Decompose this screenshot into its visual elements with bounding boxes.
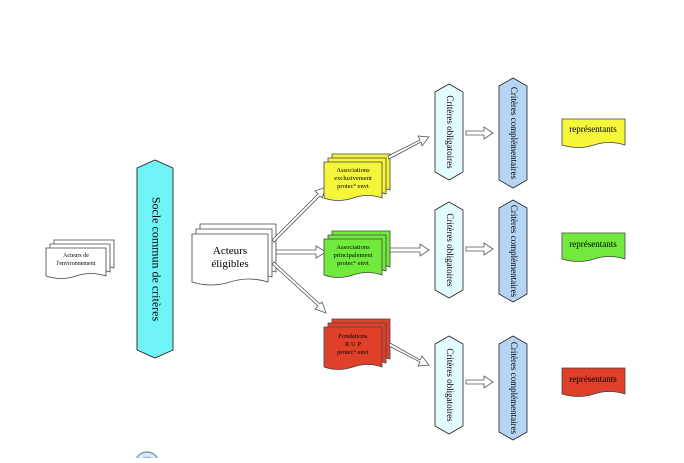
group2-doc: Associations principalement protec° envt xyxy=(323,230,391,278)
group1-doc: Associations exclusivement protec° envt xyxy=(323,153,391,201)
group1-complementaires-label: Critères complémentaires xyxy=(509,87,519,180)
group-1: Associations exclusivement protec° envt … xyxy=(323,77,626,201)
branch-arrows xyxy=(271,186,327,314)
group-2: Associations principalement protec° envt… xyxy=(323,199,626,303)
group3-line1: Fondations xyxy=(339,333,368,340)
group2-representants-label: représentants xyxy=(569,239,617,249)
group2-obligatoires-bar: Critères obligatoires xyxy=(434,201,464,299)
group3-doc: Fondations R U P protec° envt xyxy=(323,318,391,370)
group1-complementaires-bar: Critères complémentaires xyxy=(498,77,528,189)
group2-line2: principalement xyxy=(334,252,373,259)
group1-obligatoires-label: Critères obligatoires xyxy=(445,95,455,169)
arrow-to-group3 xyxy=(271,261,327,314)
group3-complementaires-bar: Critères complémentaires xyxy=(498,335,528,441)
arrow-to-group2 xyxy=(275,245,327,259)
arrow-group3-to-oblig xyxy=(388,342,430,367)
group2-complementaires-bar: Critères complémentaires xyxy=(498,199,528,303)
arrow-group3-to-compl xyxy=(465,375,494,389)
arrow-to-group1 xyxy=(271,186,327,243)
group-3: Fondations R U P protec° envt Critères o… xyxy=(323,318,626,441)
group3-representants-label: représentants xyxy=(569,374,617,384)
group3-complementaires-label: Critères complémentaires xyxy=(509,342,519,435)
group2-line1: Associations xyxy=(336,244,370,251)
arrow-group1-to-oblig xyxy=(387,135,430,160)
group2-obligatoires-label: Critères obligatoires xyxy=(445,213,455,287)
group3-line2: R U P xyxy=(345,341,361,348)
eligibles-line1: Acteurs xyxy=(213,245,247,257)
acteurs-env-line1: Acteurs de xyxy=(63,253,89,259)
group3-line3: protec° envt xyxy=(337,349,369,356)
group2-complementaires-label: Critères complémentaires xyxy=(509,205,519,298)
eligibles-line2: éligibles xyxy=(211,258,248,270)
acteurs-eligibles-doc: Acteurs éligibles xyxy=(191,223,277,286)
group3-representants-doc: représentants xyxy=(561,367,626,397)
arrow-group1-to-compl xyxy=(465,126,494,140)
group1-obligatoires-bar: Critères obligatoires xyxy=(434,83,464,181)
group3-obligatoires-label: Critères obligatoires xyxy=(445,348,455,422)
acteurs-environnement-doc: Acteurs de l'environnement xyxy=(45,239,115,279)
group1-line2: exclusivement xyxy=(334,175,372,182)
group1-representants-doc: représentants xyxy=(561,118,626,148)
group3-obligatoires-bar: Critères obligatoires xyxy=(434,335,464,435)
arrow-group2-to-compl xyxy=(465,242,494,256)
logo-icon xyxy=(134,451,160,463)
group2-representants-doc: représentants xyxy=(561,232,626,262)
socle-label: Socle commun de critères xyxy=(149,197,163,322)
arrow-group2-to-oblig xyxy=(389,243,430,257)
group2-line3: protec° envt xyxy=(337,260,369,267)
group1-line1: Associations xyxy=(336,167,370,174)
acteurs-env-line2: l'environnement xyxy=(57,261,96,267)
socle-commun-bar: Socle commun de critères xyxy=(136,159,174,359)
group1-line3: protec° envt xyxy=(337,183,369,190)
group1-representants-label: représentants xyxy=(569,124,617,134)
